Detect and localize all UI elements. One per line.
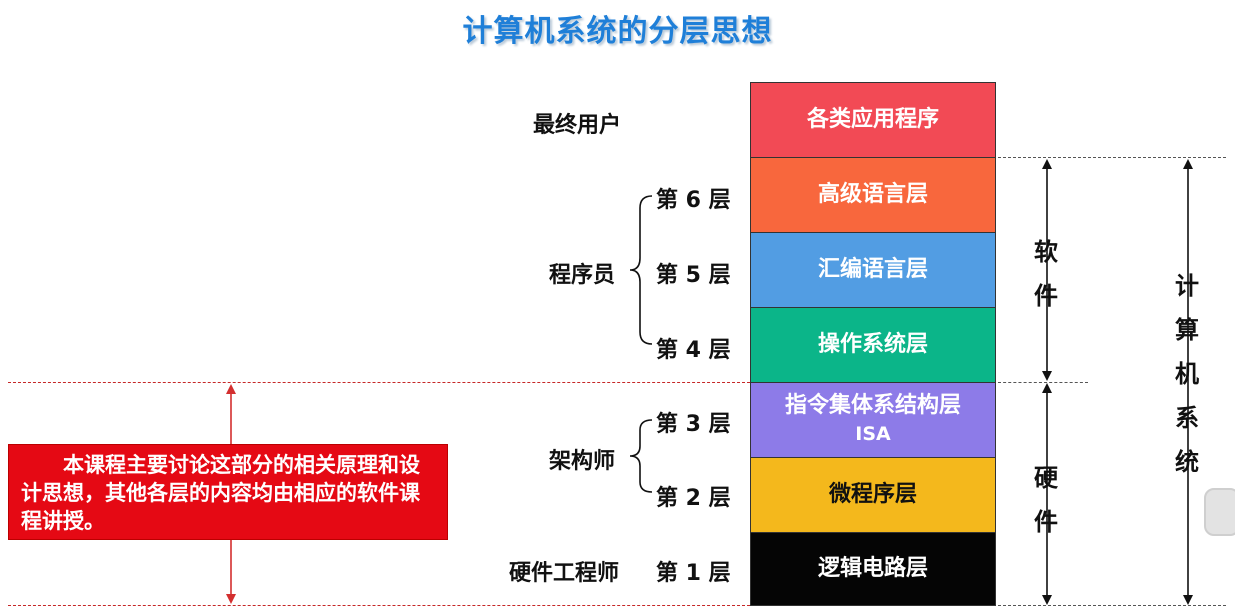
level-label-3: 第 3 层	[656, 412, 731, 437]
page-title: 计算机系统的分层思想	[462, 14, 773, 49]
programmer-brace	[629, 195, 653, 345]
level-label-5: 第 5 层	[656, 263, 731, 288]
level-label-2: 第 2 层	[656, 486, 731, 511]
hardware-top-dashed-line	[998, 382, 1088, 383]
layer-sublabel: ISA	[855, 423, 891, 445]
level-label-1: 第 1 层	[656, 561, 731, 586]
layer-applications: 各类应用程序	[750, 82, 996, 158]
role-end-user: 最终用户	[533, 113, 622, 138]
layer-microprogram: 微程序层	[750, 457, 996, 533]
layer-label: 各类应用程序	[806, 107, 939, 132]
layer-label: 汇编语言层	[817, 257, 928, 282]
chat-bubble-icon[interactable]	[1204, 488, 1235, 536]
layer-label: 操作系统层	[817, 332, 928, 357]
role-architect: 架构师	[549, 449, 616, 474]
layer-label: 逻辑电路层	[817, 556, 928, 581]
role-programmer: 程序员	[549, 263, 616, 288]
layer-label: 微程序层	[828, 482, 917, 507]
layer-logic-circuit: 逻辑电路层	[750, 532, 996, 606]
level-label-4: 第 4 层	[656, 338, 731, 363]
layer-label: 高级语言层	[817, 182, 928, 207]
bottom-dashed-line	[998, 605, 1226, 606]
hardware-software-boundary-line	[8, 382, 750, 383]
architect-brace	[629, 419, 653, 493]
layer-isa: 指令集体系结构层 ISA	[750, 382, 996, 458]
layer-label: 指令集体系结构层	[784, 393, 961, 418]
software-top-dashed-line	[998, 157, 1226, 158]
layer-assembly-language: 汇编语言层	[750, 232, 996, 308]
level-label-6: 第 6 层	[656, 188, 731, 213]
role-hardware-engineer: 硬件工程师	[509, 561, 620, 586]
bottom-red-dashed-line	[8, 605, 750, 606]
layer-high-level-language: 高级语言层	[750, 157, 996, 233]
course-scope-note: 本课程主要讨论这部分的相关原理和设计思想，其他各层的内容均由相应的软件课程讲授。	[8, 444, 448, 540]
